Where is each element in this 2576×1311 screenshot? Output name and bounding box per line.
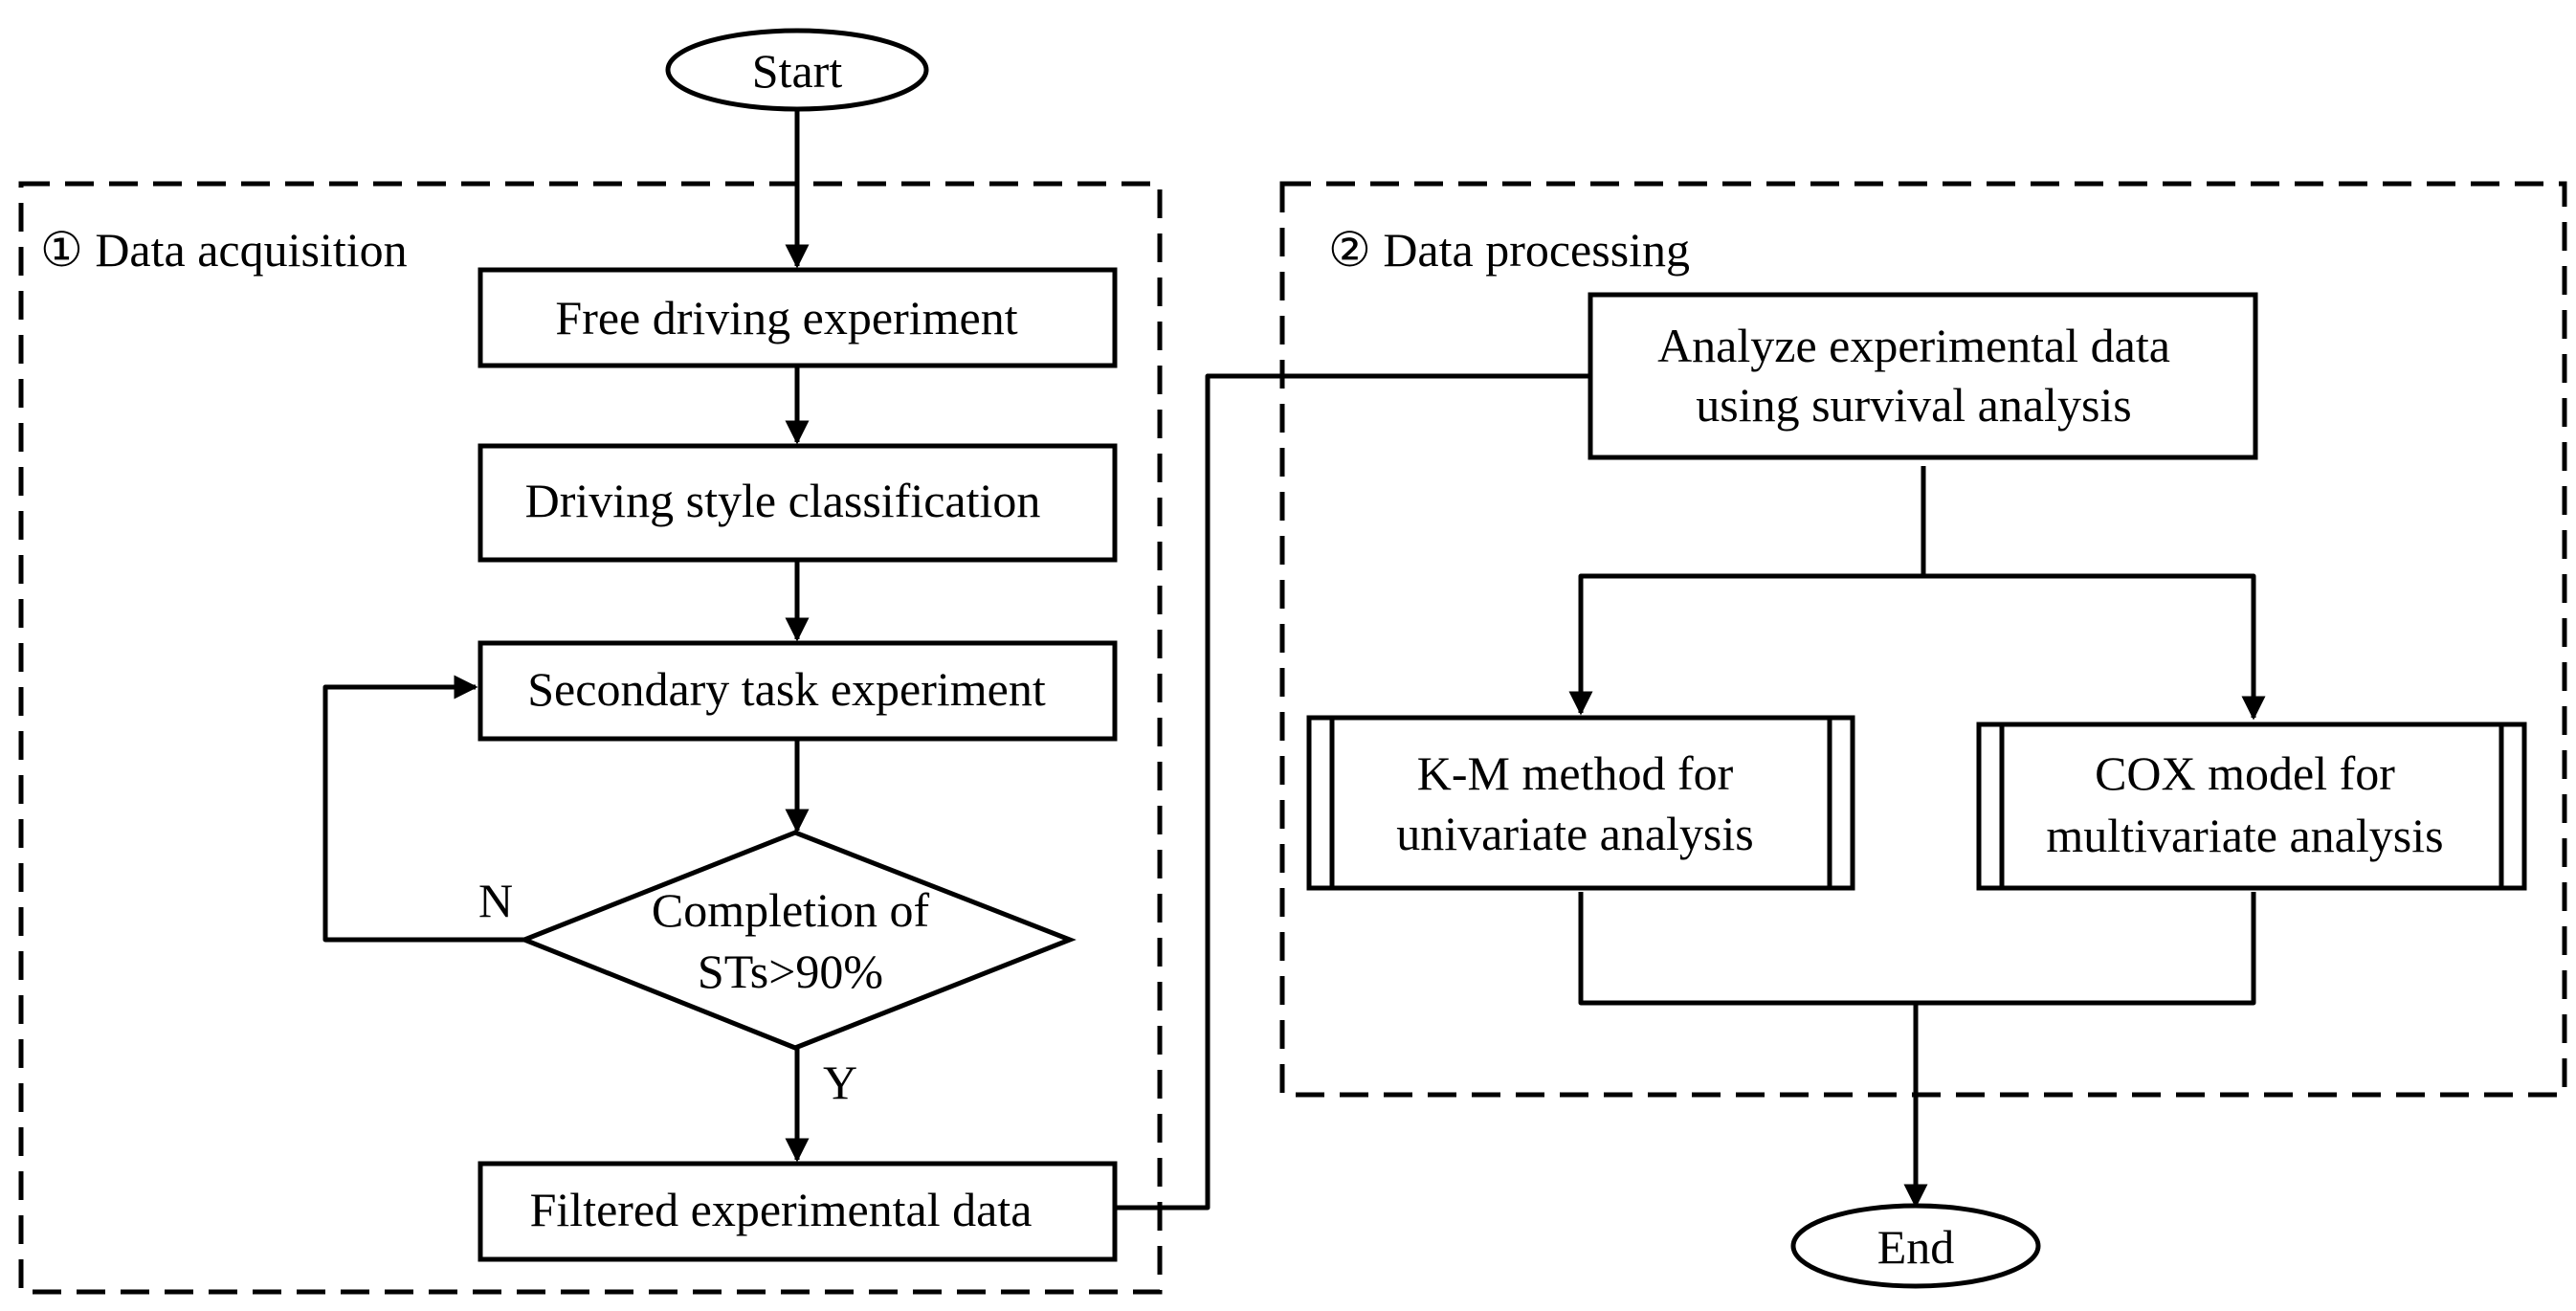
analyze-box [1588, 292, 2258, 460]
cox-model-text-line1: COX model for [2095, 746, 2395, 800]
edge-analyze-to-cox [1923, 573, 2266, 721]
analyze-text-line1: Analyze experimental data [1657, 319, 2170, 372]
free-driving-box [477, 267, 1118, 368]
cox-model-box [1976, 722, 2527, 891]
data-processing-group [1279, 181, 2567, 1098]
end-terminal [1790, 1203, 2041, 1289]
yes-label: Y [823, 1055, 857, 1109]
free-driving-text: Free driving experiment [555, 291, 1017, 344]
edge-analyze-split [1568, 466, 1926, 716]
data-acquisition-group [18, 181, 1163, 1295]
secondary-task-box [477, 640, 1118, 742]
start-text: Start [752, 44, 843, 98]
km-method-box [1306, 715, 1855, 891]
edge-decision-no-loop [322, 675, 524, 943]
km-method-text-line1: K-M method for [1417, 746, 1734, 800]
edge-filtered-to-analyze [1115, 364, 1639, 1211]
secondary-task-text: Secondary task experiment [527, 662, 1046, 716]
filtered-data-text: Filtered experimental data [530, 1183, 1033, 1236]
data-acquisition-label: ① Data acquisition [40, 223, 408, 277]
edge-km-merge [1578, 892, 2256, 1006]
data-processing-label: ② Data processing [1328, 223, 1690, 277]
cox-model-text-line2: multivariate analysis [2046, 809, 2443, 862]
completion-text-line1: Completion of [652, 883, 930, 937]
end-text: End [1877, 1220, 1955, 1274]
no-label: N [478, 874, 513, 927]
km-method-text-line2: univariate analysis [1396, 807, 1754, 860]
completion-decision [518, 830, 1077, 1051]
style-classification-text: Driving style classification [525, 474, 1041, 527]
filtered-data-box [477, 1161, 1118, 1262]
start-terminal [665, 28, 929, 112]
analyze-text-line2: using survival analysis [1696, 378, 2132, 432]
completion-text-line2: STs>90% [698, 944, 883, 998]
style-classification-box [477, 443, 1118, 563]
